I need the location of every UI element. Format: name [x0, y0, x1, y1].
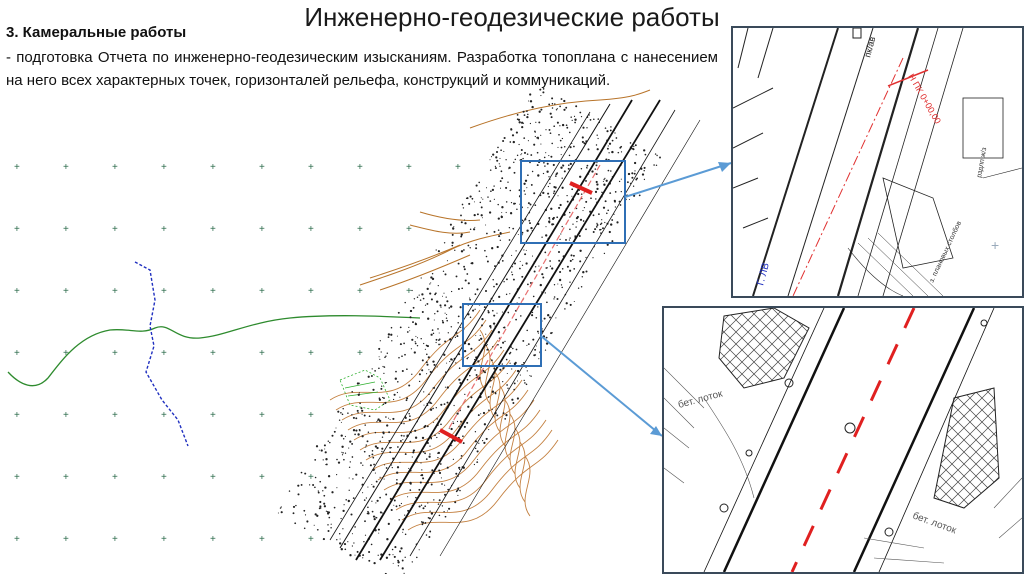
svg-text:+: + — [210, 162, 216, 173]
road-axis — [447, 164, 601, 431]
svg-text:+: + — [259, 472, 265, 483]
svg-text:+: + — [161, 348, 167, 359]
svg-text:+: + — [14, 472, 20, 483]
detail-axis-dashed — [790, 308, 916, 572]
svg-text:+: + — [112, 534, 118, 545]
detail-axis-line — [792, 57, 904, 296]
svg-text:+: + — [259, 534, 265, 545]
svg-text:+: + — [63, 286, 69, 297]
svg-text:+: + — [406, 224, 412, 235]
axis-start-marker — [569, 181, 593, 195]
callout-arrow-lower — [650, 426, 662, 436]
section-heading: 3. Камеральные работы — [6, 24, 187, 41]
contour-lines — [359, 89, 651, 291]
svg-text:+: + — [308, 162, 314, 173]
svg-text:+: + — [14, 224, 20, 235]
tray-label-2: бет. лоток — [911, 510, 959, 537]
svg-text:+: + — [308, 348, 314, 359]
svg-text:+: + — [210, 224, 216, 235]
detail-lower-drawing: бет. лоток бет. лоток — [664, 308, 1022, 572]
svg-text:+: + — [259, 224, 265, 235]
svg-text:+: + — [210, 534, 216, 545]
svg-text:+: + — [161, 472, 167, 483]
svg-text:+: + — [112, 472, 118, 483]
slope-hatch-left — [718, 308, 810, 389]
ravine-line — [7, 315, 421, 387]
survey-line — [134, 261, 189, 447]
svg-text:+: + — [14, 162, 20, 173]
svg-text:+: + — [210, 348, 216, 359]
svg-text:+: + — [308, 224, 314, 235]
svg-text:+: + — [63, 410, 69, 421]
svg-text:+: + — [63, 348, 69, 359]
slope-hatch-right — [933, 387, 1000, 509]
grid-crosses: + + + + + + + + + + + + + + + + + + + + + + + + + + + + + + + + + + + + + + + +… — [14, 162, 461, 545]
svg-text:+: + — [161, 224, 167, 235]
note-label: з. плановых столбов — [928, 220, 964, 284]
svg-text:+: + — [63, 162, 69, 173]
ravine-hatch — [339, 369, 391, 411]
callout-line-upper — [624, 162, 732, 198]
svg-text:+: + — [210, 472, 216, 483]
svg-text:+: + — [308, 534, 314, 545]
svg-text:+: + — [210, 286, 216, 297]
callout-line-lower — [540, 335, 663, 437]
svg-text:+: + — [161, 410, 167, 421]
body-paragraph: - подготовка Отчета по инженерно-геодези… — [6, 49, 718, 89]
building-label: рздлп ж/з — [976, 147, 988, 178]
highlight-box-lower — [462, 303, 542, 367]
svg-text:+: + — [357, 348, 363, 359]
svg-text:+: + — [357, 224, 363, 235]
svg-text:+: + — [112, 410, 118, 421]
lower-contour-cluster — [329, 309, 559, 531]
svg-text:+: + — [112, 162, 118, 173]
detail-upper-drawing: Н ПК 0+00,00 пк/ав Г. ЛВ рздлп ж/з з. пл… — [733, 28, 1022, 296]
svg-text:+: + — [112, 286, 118, 297]
svg-text:+: + — [357, 286, 363, 297]
svg-text:+: + — [406, 286, 412, 297]
svg-text:+: + — [14, 286, 20, 297]
svg-text:+: + — [63, 534, 69, 545]
svg-text:+: + — [308, 410, 314, 421]
road-label: пк/ав — [862, 35, 877, 58]
marker-label: Г. ЛВ — [755, 261, 772, 286]
highlight-box-upper — [520, 160, 626, 244]
svg-text:+: + — [14, 410, 20, 421]
svg-text:+: + — [259, 348, 265, 359]
svg-text:+: + — [161, 162, 167, 173]
svg-text:+: + — [308, 472, 314, 483]
svg-text:+: + — [210, 410, 216, 421]
road-corridor — [329, 99, 701, 561]
svg-text:+: + — [112, 348, 118, 359]
callout-arrow-upper — [718, 162, 731, 172]
svg-text:+: + — [455, 162, 461, 173]
svg-text:+: + — [63, 224, 69, 235]
svg-text:+: + — [406, 162, 412, 173]
svg-text:+: + — [259, 162, 265, 173]
svg-text:+: + — [161, 286, 167, 297]
svg-text:+: + — [991, 237, 999, 253]
detail-view-upper: Н ПК 0+00,00 пк/ав Г. ЛВ рздлп ж/з з. пл… — [731, 26, 1024, 298]
axis-end-marker — [439, 428, 463, 444]
svg-text:+: + — [112, 224, 118, 235]
svg-text:+: + — [161, 534, 167, 545]
svg-text:+: + — [259, 410, 265, 421]
svg-text:+: + — [63, 472, 69, 483]
svg-text:+: + — [259, 286, 265, 297]
survey-point-cloud — [277, 88, 661, 574]
svg-text:+: + — [308, 286, 314, 297]
slide-title: Инженерно-геодезические работы — [304, 2, 720, 32]
svg-text:+: + — [14, 348, 20, 359]
tray-label-1: бет. лоток — [677, 387, 725, 411]
station-label: Н ПК 0+00,00 — [906, 72, 943, 125]
detail-view-lower: бет. лоток бет. лоток — [662, 306, 1024, 574]
svg-text:+: + — [14, 534, 20, 545]
svg-text:+: + — [357, 162, 363, 173]
